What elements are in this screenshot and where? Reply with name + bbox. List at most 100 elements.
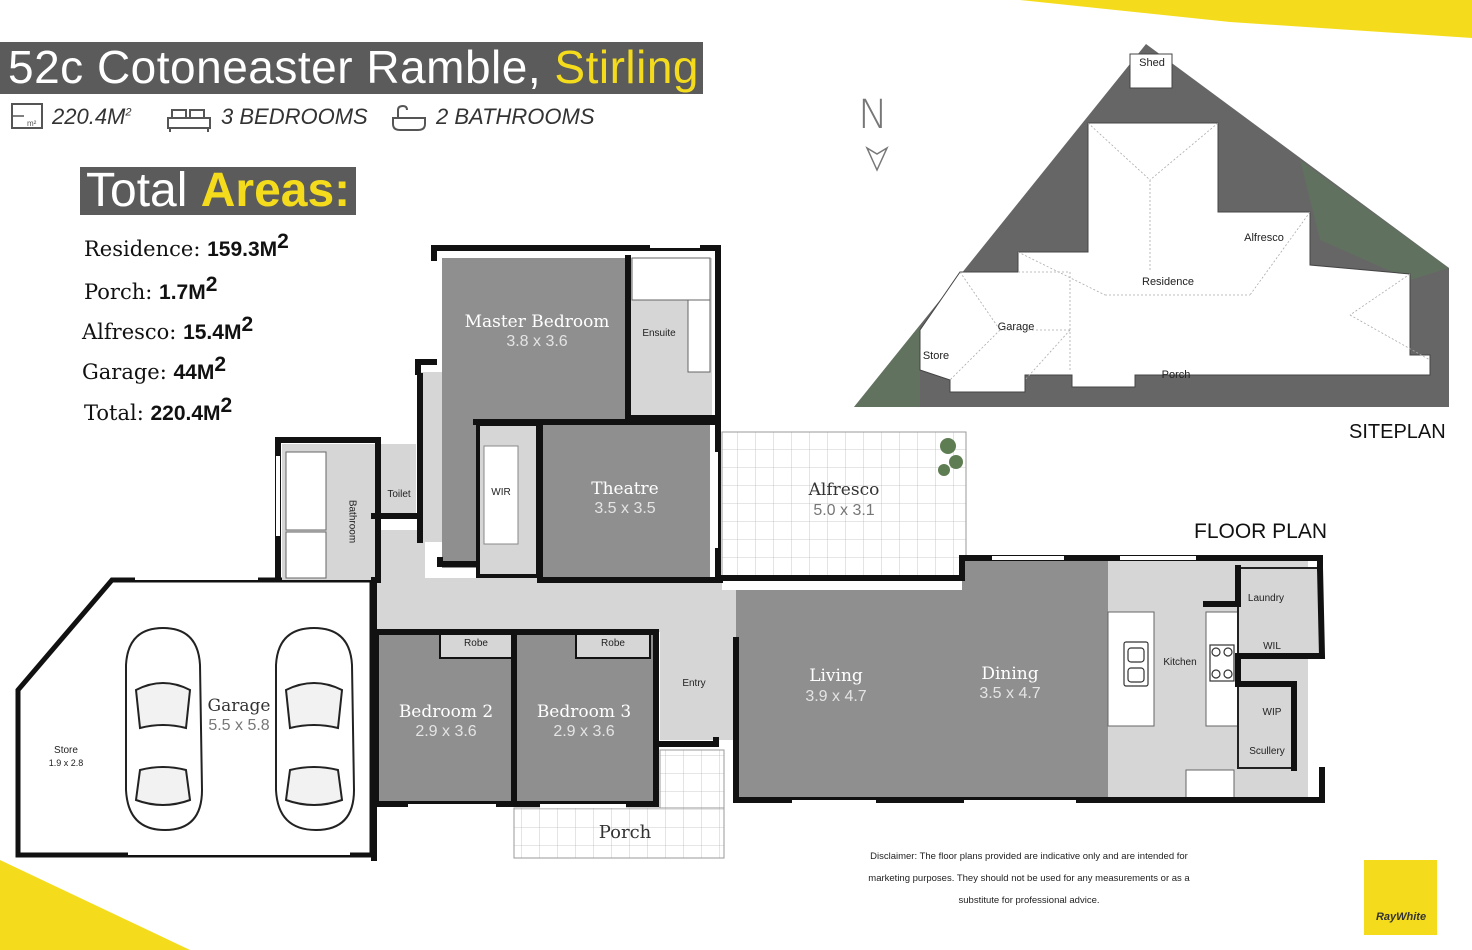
dim-store: 1.9 x 2.8 <box>48 758 84 768</box>
floorplan-label: FLOOR PLAN <box>1194 520 1328 543</box>
cooktop-icon <box>1209 644 1235 682</box>
porch-deck <box>513 807 725 859</box>
site-plan <box>854 44 1449 407</box>
area-label: Garage: <box>82 360 167 384</box>
label-ensuite: Ensuite <box>642 328 676 339</box>
label-wir: WIR <box>491 487 511 498</box>
svg-text:m²: m² <box>27 119 37 128</box>
scullery-room <box>1237 683 1295 769</box>
totals-heading-prefix: Total <box>86 164 188 217</box>
page-title: 52c Cotoneaster Ramble, Stirling <box>8 40 699 94</box>
area-value: 159.3M <box>207 238 278 261</box>
bath-icon <box>392 104 426 131</box>
label-bedroom-3: Bedroom 3 <box>536 702 632 722</box>
scullery-bench <box>1185 769 1235 801</box>
dim-theatre: 3.5 x 3.5 <box>594 500 656 517</box>
site-label-shed: Shed <box>1139 57 1165 69</box>
site-label-store: Store <box>922 350 950 362</box>
label-living: Living <box>809 666 863 686</box>
area-row-residence: Residence: 159.3M2 <box>84 230 289 262</box>
area-sup: 2 <box>214 353 227 376</box>
dining-top <box>962 560 1108 590</box>
site-label-alfresco: Alfresco <box>1244 232 1284 244</box>
label-robe-3: Robe <box>601 638 625 649</box>
laundry-room <box>1237 567 1323 657</box>
entry-step <box>659 749 725 809</box>
area-value: 220.4M <box>150 402 221 425</box>
living-room <box>736 590 1108 800</box>
site-garden-right <box>1300 160 1449 280</box>
title-banner <box>0 42 703 94</box>
label-bedroom-2: Bedroom 2 <box>398 702 494 722</box>
totals-heading-bold: Areas: <box>200 164 351 217</box>
brand-logo <box>1364 860 1437 935</box>
car-left <box>125 626 204 832</box>
site-label-residence: Residence <box>1142 276 1194 288</box>
label-porch: Porch <box>598 822 652 843</box>
area-row-garage: Garage: 44M2 <box>82 353 226 385</box>
totals-banner <box>80 167 356 215</box>
sink-icon <box>1123 641 1149 687</box>
bedroom-2 <box>376 632 514 804</box>
area-label: Total: <box>84 401 144 425</box>
label-laundry: Laundry <box>1247 593 1285 604</box>
dim-garage: 5.5 x 5.8 <box>208 717 270 734</box>
label-wip: WIP <box>1262 707 1282 718</box>
floor-area-icon: m² <box>11 103 43 129</box>
label-scullery: Scullery <box>1249 746 1285 757</box>
stat-bathrooms: 2 BATHROOMS <box>436 104 595 129</box>
toilet-room <box>380 444 416 514</box>
totals-heading: Total Areas: <box>86 163 350 218</box>
area-label: Residence: <box>84 237 201 261</box>
vanity-ensuite <box>687 299 711 373</box>
site-label-garage: Garage <box>997 321 1035 333</box>
walls <box>275 245 1326 861</box>
swoosh-top-right <box>1020 0 1472 38</box>
area-label: Alfresco: <box>82 320 177 344</box>
label-bathroom: Bathroom <box>346 499 358 544</box>
theatre-room <box>540 424 710 580</box>
plants <box>938 438 963 476</box>
site-label-porch: Porch <box>1161 369 1191 381</box>
siteplan-label: SITEPLAN <box>1349 421 1446 443</box>
title-address: 52c Cotoneaster Ramble, <box>8 41 542 93</box>
bed-icon <box>167 109 211 132</box>
dim-living: 3.9 x 4.7 <box>805 688 867 705</box>
title-suburb: Stirling <box>554 41 700 93</box>
stat-bedrooms: 3 BEDROOMS <box>221 104 368 129</box>
windows <box>128 244 1196 855</box>
shower-ensuite <box>631 257 711 301</box>
car-right <box>275 626 356 832</box>
wir-shelf <box>483 445 519 545</box>
swoosh-bottom-left <box>0 860 190 950</box>
robe-3 <box>575 633 651 659</box>
label-wil: WIL <box>1263 641 1281 652</box>
area-sup: 2 <box>277 230 289 253</box>
site-roof <box>919 122 1431 393</box>
bedroom-3 <box>514 632 656 804</box>
site-garden-left <box>854 325 920 407</box>
dim-master-bedroom: 3.8 x 3.6 <box>506 333 568 350</box>
area-value: 44M <box>173 361 215 384</box>
area-sup: 2 <box>241 313 254 336</box>
dim-dining: 3.5 x 4.7 <box>979 685 1041 702</box>
label-garage: Garage <box>207 696 271 716</box>
area-row-porch: Porch: 1.7M2 <box>84 273 217 305</box>
label-entry: Entry <box>682 678 706 689</box>
stat-size-sup: 2 <box>125 106 132 119</box>
dim-bedroom-3: 2.9 x 3.6 <box>553 723 615 740</box>
north-arrow-icon <box>865 146 889 172</box>
label-robe-2: Robe <box>464 638 488 649</box>
label-toilet: Toilet <box>387 489 411 500</box>
area-value: 15.4M <box>183 321 242 344</box>
dim-alfresco: 5.0 x 3.1 <box>813 502 875 519</box>
label-theatre: Theatre <box>591 479 659 499</box>
area-label: Porch: <box>84 280 153 304</box>
alfresco-deck <box>721 431 967 579</box>
area-row-total: Total: 220.4M2 <box>84 394 232 426</box>
label-dining: Dining <box>981 664 1039 684</box>
roof-ridges <box>949 122 1431 381</box>
area-sup: 2 <box>220 394 233 417</box>
